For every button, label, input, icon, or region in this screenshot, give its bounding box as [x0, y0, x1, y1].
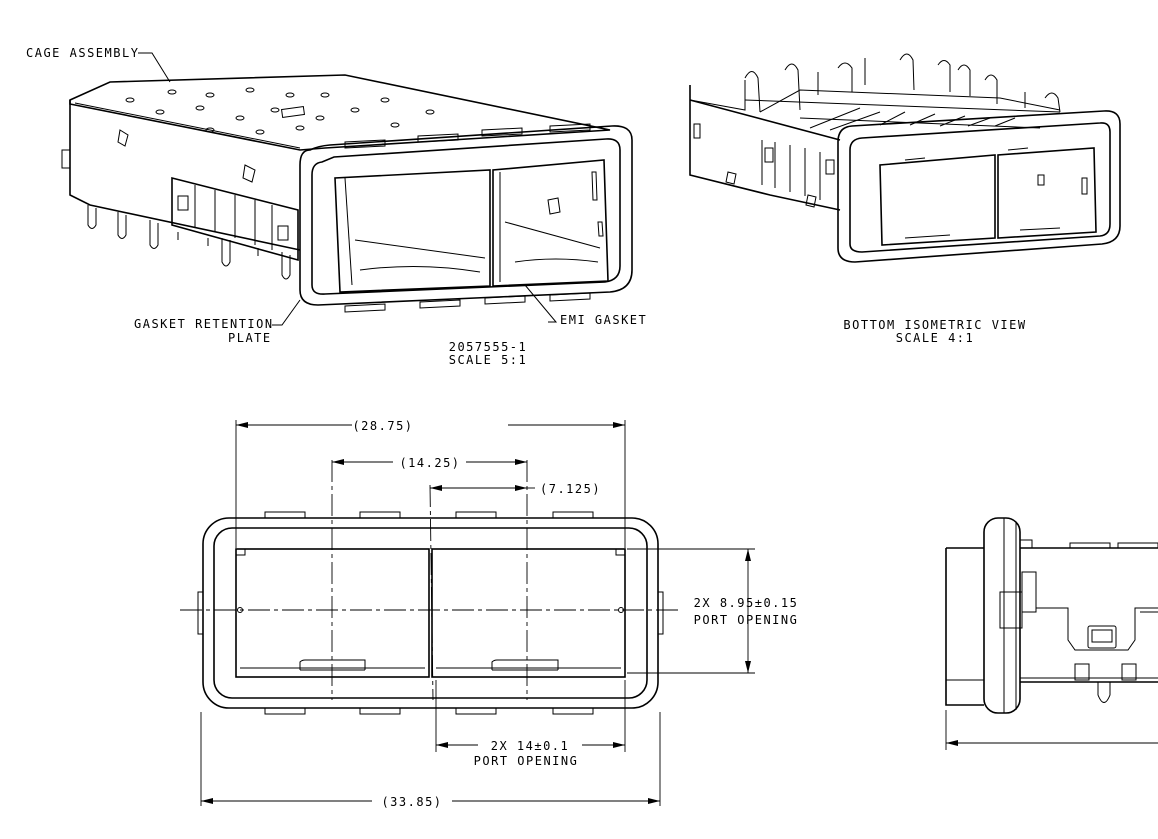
side-view	[945, 517, 1158, 750]
scale-bottom-label: SCALE 4:1	[896, 331, 975, 345]
dim-7-125: (7.125)	[540, 482, 601, 496]
leader-lines	[138, 52, 558, 326]
bottom-isometric-view	[689, 53, 1121, 263]
gasket-retention-label-line2: PLATE	[228, 331, 272, 345]
dim-33-85: (33.85)	[381, 795, 442, 809]
bottom-view-label: BOTTOM ISOMETRIC VIEW	[843, 318, 1026, 332]
part-number-label: 2057555-1	[449, 340, 528, 354]
dimension-lines	[200, 420, 755, 806]
cage-assembly-label: CAGE ASSEMBLY	[26, 46, 139, 60]
emi-gasket-label: EMI GASKET	[560, 313, 647, 327]
gasket-retention-label: GASKET RETENTION	[134, 317, 274, 331]
dim-14-25: (14.25)	[399, 456, 460, 470]
dim-port-width: 2X 14±0.1	[491, 739, 570, 753]
dim-port-height-label: PORT OPENING	[694, 613, 799, 627]
dim-28-75: (28.75)	[352, 419, 413, 433]
dim-port-width-label: PORT OPENING	[474, 754, 579, 768]
dim-port-height: 2X 8.95±0.15	[694, 596, 799, 610]
isometric-front-view	[61, 74, 633, 313]
scale-main-label: SCALE 5:1	[449, 353, 528, 367]
front-orthographic-view	[180, 460, 680, 715]
